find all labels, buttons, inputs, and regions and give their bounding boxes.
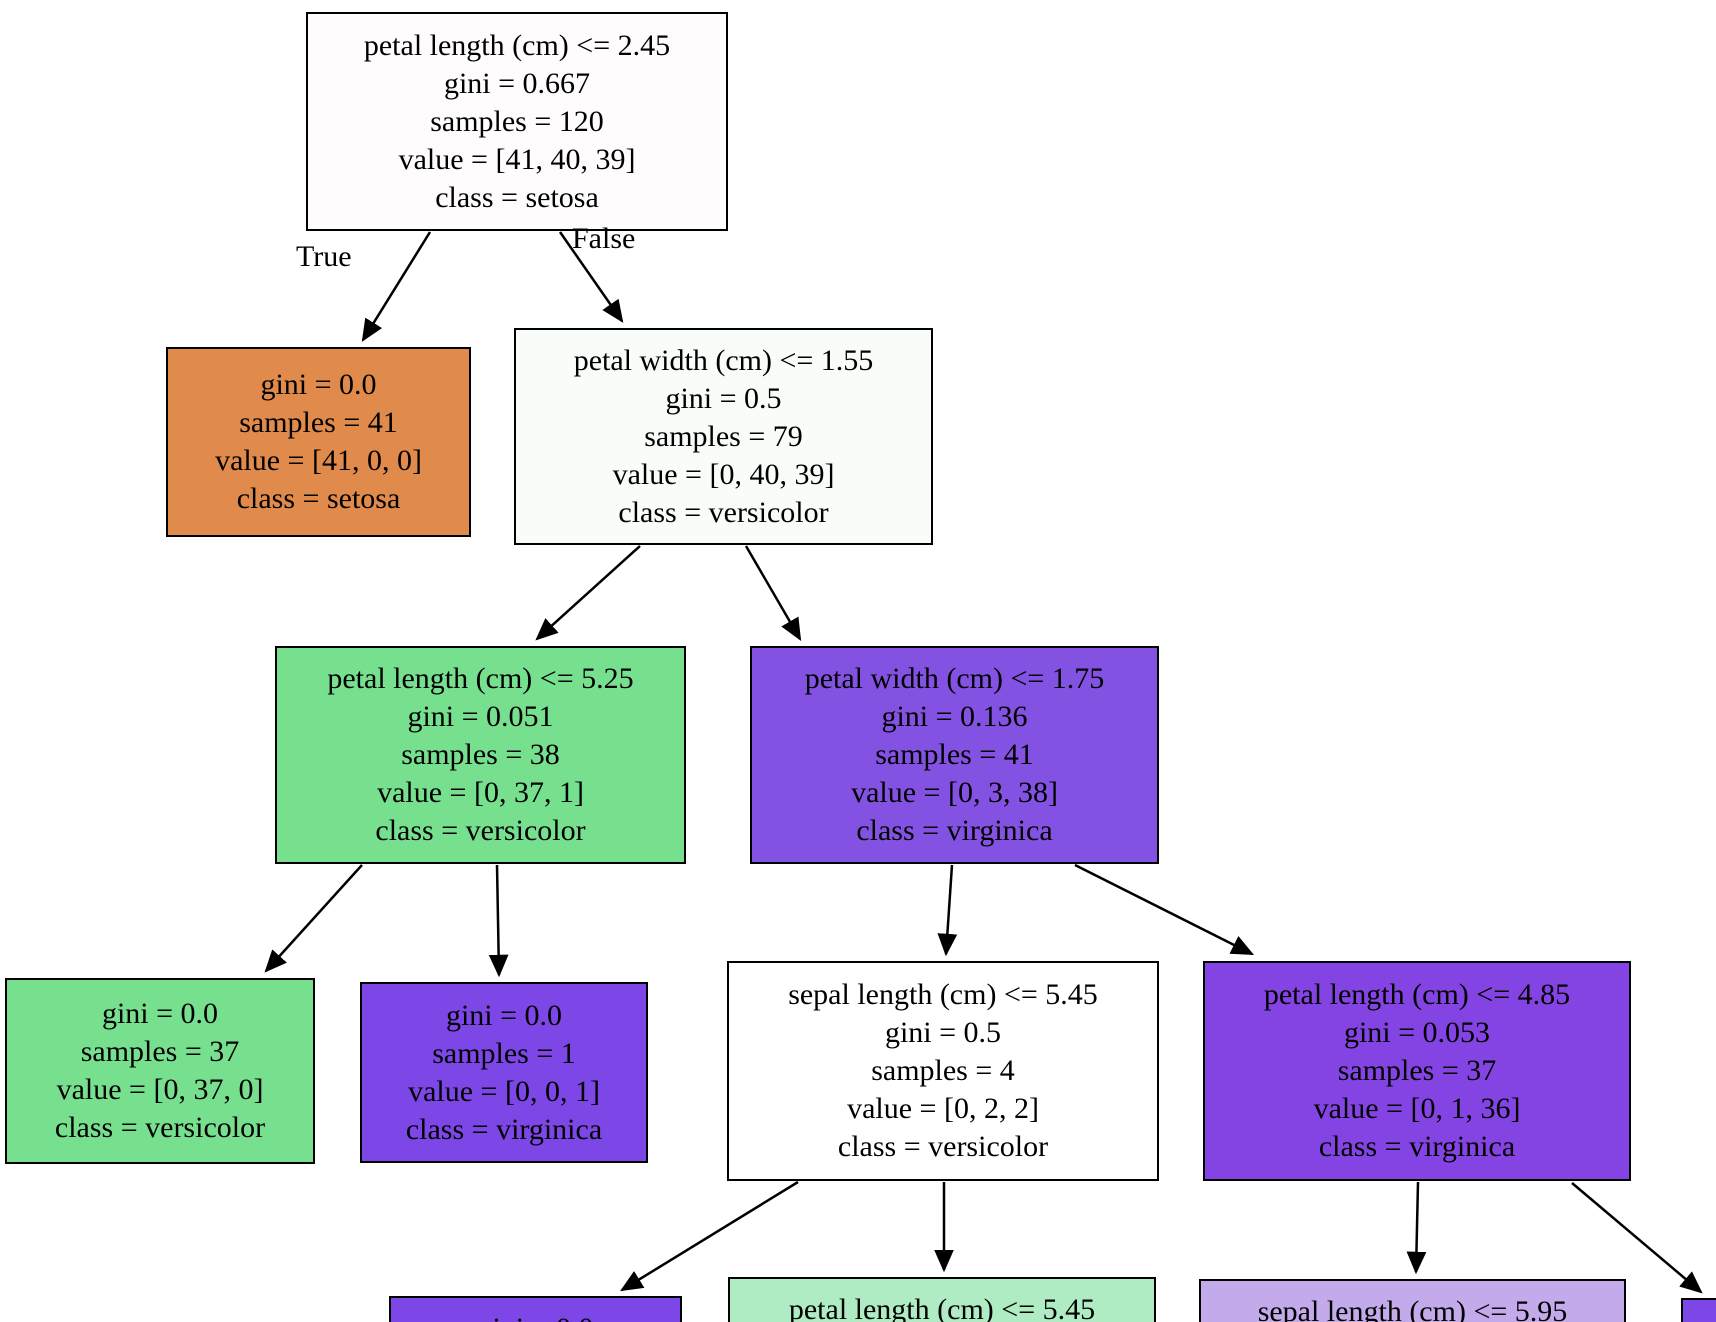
node-text-line: value = [41, 40, 39] (398, 142, 636, 176)
edge-label-false: False (572, 222, 636, 255)
edge-5.25-to-versicolor-leaf (264, 864, 363, 973)
leaf-partial-virginica-right (1681, 1298, 1716, 1322)
node-text-line: gini = 0.0 (391, 1310, 680, 1322)
node-text-line: class = versicolor (837, 1130, 1049, 1163)
node-text-line: value = [0, 3, 38] (851, 776, 1058, 809)
edge-5.45-to-partial-virginica (620, 1180, 799, 1292)
node-partial-sepal-length-le-5.95: sepal length (cm) <= 5.95 (1199, 1279, 1626, 1322)
node-petal-length-le-5.25: petal length (cm) <= 5.25 gini = 0.051 sam… (275, 646, 686, 864)
node-text-line: petal length (cm) <= 2.45 (363, 28, 671, 62)
node-text-line: gini = 0.5 (884, 1016, 1002, 1049)
node-text-line: gini = 0.051 (407, 700, 554, 733)
node-text-line: gini = 0.053 (1343, 1016, 1491, 1049)
node-text-line: samples = 4 (871, 1054, 1015, 1087)
node-text-line: petal width (cm) <= 1.55 (573, 343, 874, 377)
node-text-line: value = [0, 1, 36] (1313, 1092, 1521, 1125)
node-text-line: gini = 0.0 (445, 998, 563, 1032)
edge-4.85-to-partial-virginica-right (1571, 1182, 1703, 1294)
node-petal-width-le-1.55: petal width (cm) <= 1.55 gini = 0.5 sample… (514, 328, 933, 545)
node-text-line: samples = 120 (430, 104, 604, 138)
node-petal-width-le-1.75: petal width (cm) <= 1.75 gini = 0.136 samp… (750, 646, 1159, 864)
node-text-line: value = [0, 40, 39] (612, 457, 835, 491)
node-text-line: samples = 41 (875, 738, 1034, 771)
leaf-partial-virginica: gini = 0.0 (389, 1296, 682, 1322)
leaf-versicolor-37: gini = 0.0 samples = 37 value = [0, 37, 0]… (5, 978, 315, 1164)
node-text-line: samples = 79 (644, 419, 803, 453)
node-root-petal-length-le-2.45: petal length (cm) <= 2.45 gini = 0.667 sam… (306, 12, 728, 231)
edge-4.85-to-partial-sepal-5.95 (1406, 1181, 1427, 1275)
node-text-line: class = versicolor (375, 814, 586, 847)
node-text-line: samples = 37 (1337, 1054, 1497, 1087)
node-text-line: petal length (cm) <= 5.25 (327, 662, 634, 695)
node-text-line: gini = 0.0 (260, 368, 377, 401)
edge-5.25-to-virginica-leaf (488, 864, 509, 978)
node-text-line: samples = 37 (80, 1035, 240, 1068)
node-text-line: samples = 1 (432, 1036, 576, 1070)
node-partial-petal-length-le-5.45: petal length (cm) <= 5.45 (728, 1277, 1156, 1322)
node-text-line: value = [41, 0, 0] (215, 444, 422, 477)
node-text-line: value = [0, 37, 1] (377, 776, 584, 809)
node-text-line: value = [0, 37, 0] (56, 1073, 264, 1106)
edge-label-true: True (296, 240, 352, 273)
node-text-line: gini = 0.5 (665, 381, 782, 415)
node-text-line: class = virginica (856, 814, 1053, 847)
node-text-line: gini = 0.0 (101, 997, 219, 1030)
node-text-line: value = [0, 0, 1] (408, 1074, 600, 1108)
node-text-line: petal length (cm) <= 5.45 (788, 1293, 1096, 1322)
edge-root-to-petal-width-1.55 (558, 231, 624, 323)
node-text-line: class = versicolor (54, 1111, 266, 1144)
node-text-line: class = virginica (405, 1112, 603, 1146)
node-text-line: samples = 38 (401, 738, 560, 771)
node-text-line: sepal length (cm) <= 5.95 (1257, 1295, 1568, 1322)
edge-1.75-to-sepal-length-5.45 (937, 864, 958, 957)
node-petal-length-le-4.85: petal length (cm) <= 4.85 gini = 0.053 sam… (1203, 961, 1631, 1181)
node-sepal-length-le-5.45: sepal length (cm) <= 5.45 gini = 0.5 sampl… (727, 961, 1159, 1181)
edge-1.55-to-petal-length-5.25 (535, 545, 641, 641)
node-text-line: petal width (cm) <= 1.75 (804, 662, 1105, 695)
node-text-line: gini = 0.136 (881, 700, 1028, 733)
node-text-line: gini = 0.667 (443, 66, 591, 100)
node-text-line: class = setosa (236, 482, 401, 515)
node-text-line: sepal length (cm) <= 5.45 (788, 978, 1098, 1011)
node-text-line: class = versicolor (618, 495, 829, 529)
node-text-line: value = [0, 2, 2] (847, 1092, 1039, 1125)
edge-1.75-to-petal-length-4.85 (1074, 863, 1255, 956)
node-text-line: class = virginica (1318, 1130, 1516, 1163)
leaf-setosa: gini = 0.0 samples = 41 value = [41, 0, 0]… (166, 347, 471, 537)
node-text-line: class = setosa (435, 180, 599, 214)
edge-root-to-setosa-leaf (361, 231, 432, 342)
edge-1.55-to-petal-width-1.75 (744, 545, 802, 641)
leaf-virginica-1: gini = 0.0 samples = 1 value = [0, 0, 1] cl… (360, 982, 648, 1163)
node-text-line: samples = 41 (239, 406, 398, 439)
node-text-line: petal length (cm) <= 4.85 (1263, 978, 1571, 1011)
